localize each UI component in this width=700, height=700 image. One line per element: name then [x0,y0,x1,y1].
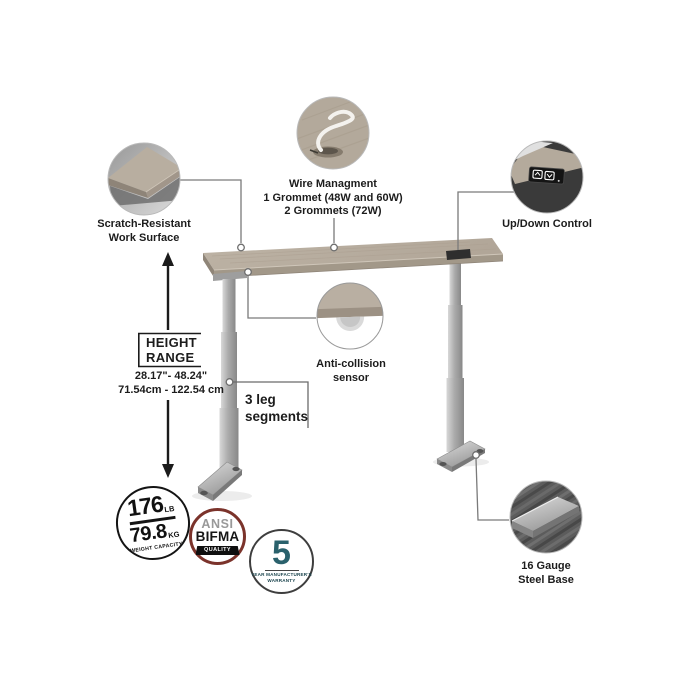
leg-segments-line1: 3 leg [245,392,276,407]
wire-management-label: Wire Managment 1 Grommet (48W and 60W) 2… [263,178,402,219]
wire-management-photo [296,96,370,170]
warranty-caption-line1: YEAR MANUFACTURER'S [251,572,312,578]
arrow-up-icon [162,252,174,266]
height-range-line1: HEIGHT [146,335,197,350]
up-down-connector [457,191,514,250]
quality-ribbon: QUALITY [195,546,240,555]
anti-collision-line2: sensor [332,371,370,384]
weight-pounds: 176 [125,491,165,522]
warranty-years: 5 [272,534,291,573]
up-down-control-label: Up/Down Control [502,218,592,232]
anti-collision-line1: Anti-collision [316,358,386,370]
height-range-inches: 28.17"- 48.24" [135,370,207,384]
callout-marker [330,243,338,252]
warranty-caption: YEAR MANUFACTURER'S WARRANTY [251,572,312,584]
steel-base-photo [509,480,583,554]
leg-segments-label: 3 leg segments [245,392,308,425]
steel-base-line2: Steel Base [518,573,574,586]
callout-connectors [180,179,514,521]
wire-management-line2: 1 Grommet (48W and 60W) [263,191,403,204]
callout-marker [225,378,234,386]
desk-illustration [192,238,504,501]
height-range-cm-text: 71.54cm - 122.54 cm [118,384,224,396]
work-surface-label: Scratch-Resistant Work Surface [97,218,191,245]
height-range-bracket [138,332,201,368]
warranty-caption-line2: WARRANTY [267,578,296,583]
callout-marker [472,451,480,459]
anti-collision-connector [247,276,316,319]
anti-collision-photo [316,282,384,350]
callout-marker [237,243,245,252]
anti-collision-label: Anti-collision sensor [316,358,386,385]
weight-kilograms-unit: KG [167,529,180,540]
warranty-badge: 5 YEAR MANUFACTURER'S WARRANTY [249,529,314,594]
work-surface-photo [107,142,181,216]
up-down-keypad-icon [528,166,565,185]
weight-pounds-unit: LB [163,504,176,515]
callout-marker [244,268,252,276]
desk-tabletop [203,238,504,278]
work-surface-line2: Work Surface [108,231,180,244]
ansi-text: ANSI [201,517,234,531]
leg-segments-line2: segments [245,408,309,424]
height-range-arrow [162,252,174,478]
warranty-divider [264,570,299,572]
weight-kilograms: 79.8 [128,519,169,547]
up-down-control-text: Up/Down Control [502,218,592,230]
wire-management-line3: 2 Grommets (72W) [284,205,382,217]
up-down-control-photo [510,140,584,214]
work-surface-connector [180,179,242,243]
bifma-text: BIFMA [195,529,240,544]
steel-base-connector [475,458,509,521]
desk-left-leg [197,271,247,501]
work-surface-line1: Scratch-Resistant [97,218,191,230]
callout-markers [225,243,480,459]
desk-right-leg [436,256,486,472]
height-range-line2: RANGE [146,349,195,365]
arrow-down-icon [162,464,174,478]
height-range-inches-text: 28.17"- 48.24" [134,370,208,382]
height-range-title: HEIGHT RANGE [146,335,197,365]
height-range-centimeters: 71.54cm - 122.54 cm [118,384,224,398]
steel-base-line1: 16 Gauge [521,560,571,572]
leg-segments-bracket [233,381,309,428]
wire-management-title: Wire Managment [289,178,377,190]
ansi-bifma-badge: ANSI BIFMA QUALITY [189,508,246,565]
steel-base-label: 16 Gauge Steel Base [518,560,574,587]
desk-keypad [446,249,471,260]
